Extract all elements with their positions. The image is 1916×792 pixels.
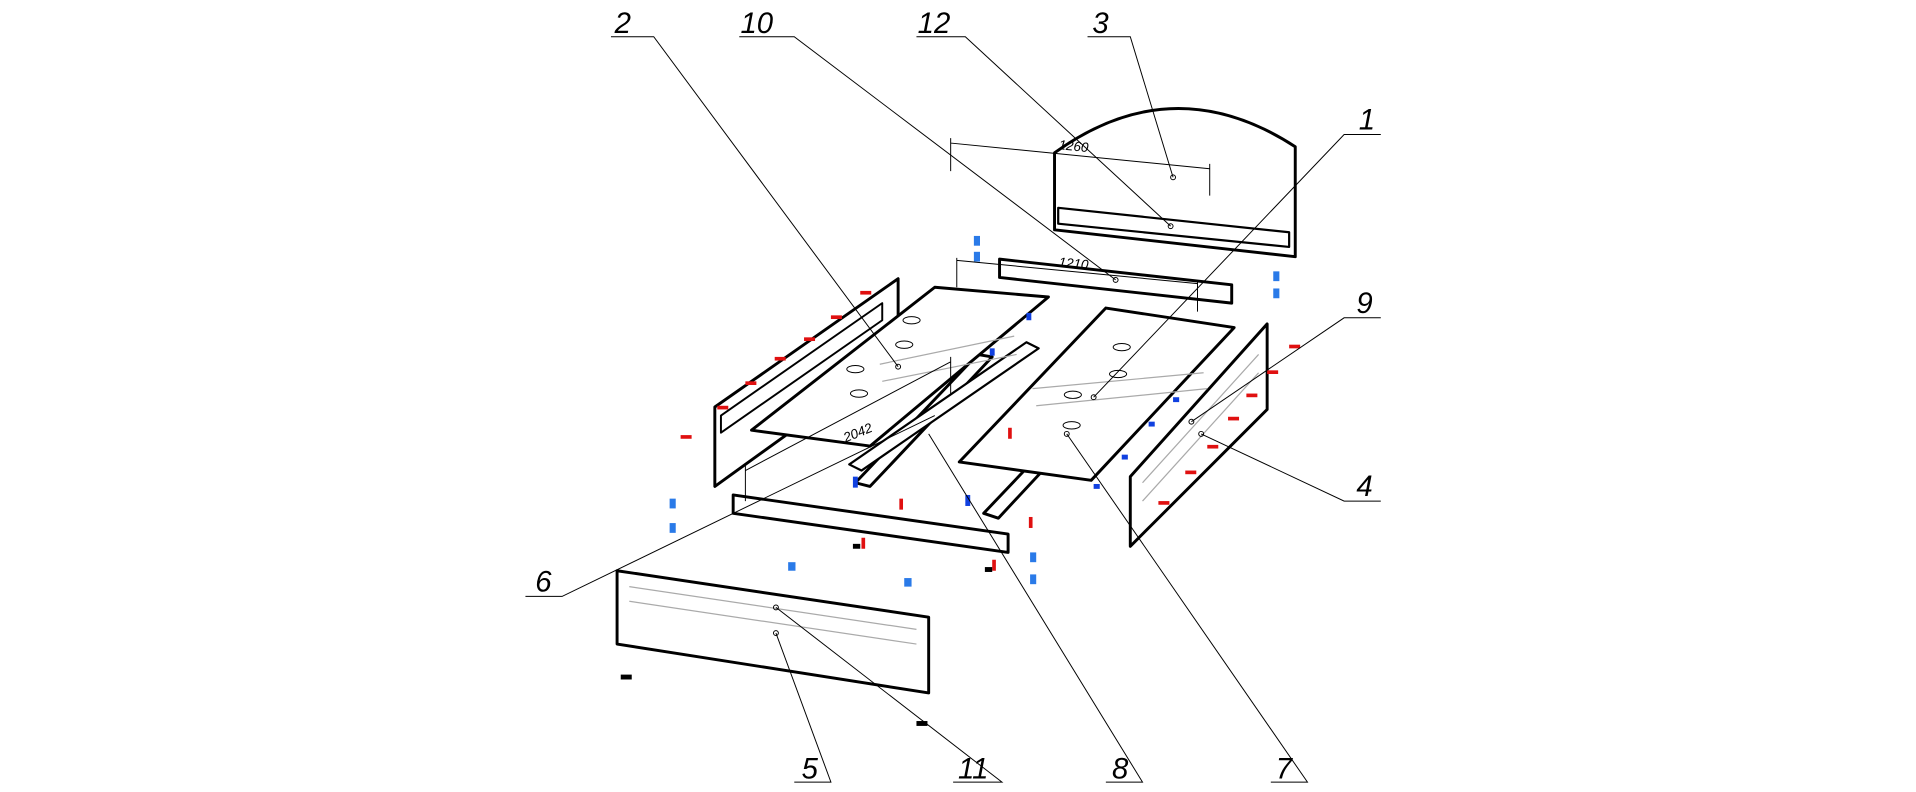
dimension-1260: 1260 xyxy=(950,137,1211,196)
left-side-rail xyxy=(713,277,900,488)
part-label-10: 10 xyxy=(740,7,773,40)
left-slat-panel xyxy=(750,285,1050,448)
part-label-9: 9 xyxy=(1356,287,1372,320)
part-label-3: 3 xyxy=(1092,7,1109,40)
part-label-7: 7 xyxy=(1276,752,1294,785)
leader-lines xyxy=(525,36,1381,783)
fasteners xyxy=(620,235,1301,726)
dimension-text-1260: 1260 xyxy=(1058,137,1090,155)
part-label-5: 5 xyxy=(802,752,819,785)
headboard-part-3 xyxy=(1053,107,1297,259)
part-label-2: 2 xyxy=(614,7,631,40)
foot-beam-part-6 xyxy=(731,493,1010,554)
dimension-text-1210: 1210 xyxy=(1058,255,1090,273)
part-label-8: 8 xyxy=(1112,752,1129,785)
part-label-11: 11 xyxy=(958,752,988,785)
right-side-rail-part-4 xyxy=(1128,322,1269,548)
front-panel-part-5 xyxy=(615,569,931,695)
part-label-1: 1 xyxy=(1359,104,1375,137)
part-label-4: 4 xyxy=(1356,470,1372,503)
part-label-12: 12 xyxy=(918,7,951,40)
dimension-1210: 1210 xyxy=(956,255,1198,312)
part-label-6: 6 xyxy=(535,566,552,599)
